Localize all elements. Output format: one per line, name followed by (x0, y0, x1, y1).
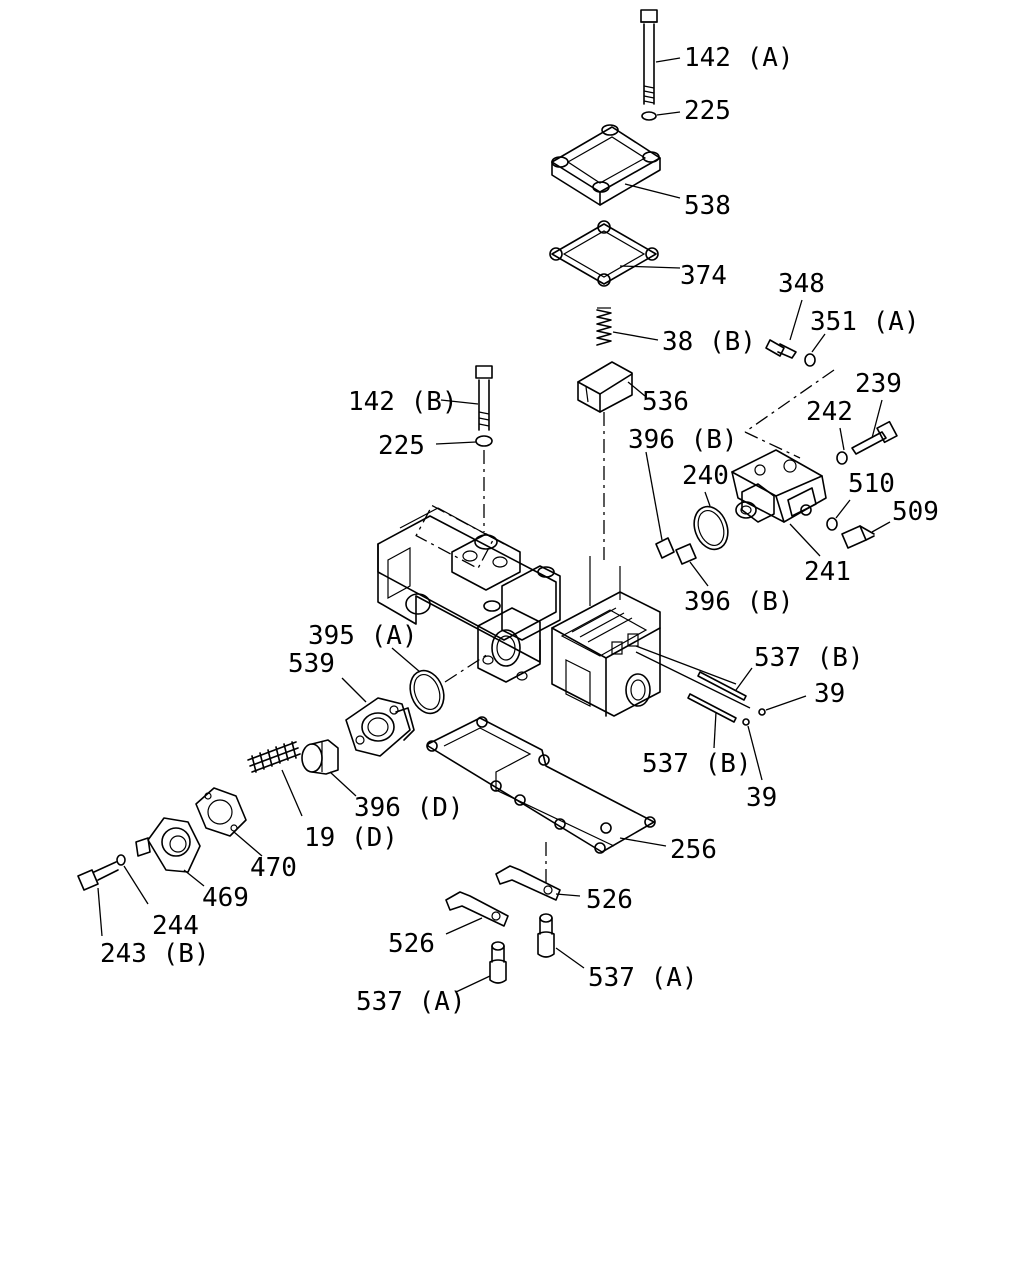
label-538: 538 (684, 191, 731, 221)
pin-537b-lower (687, 693, 737, 723)
label-38b: 38 (B) (662, 327, 756, 357)
label-242: 242 (806, 397, 853, 427)
bolt-243b (77, 861, 119, 891)
label-243b: 243 (B) (100, 939, 210, 969)
label-537b-upper: 537 (B) (754, 643, 864, 673)
pump-241 (731, 449, 827, 523)
flange-539 (345, 697, 415, 757)
gasket-470 (195, 787, 247, 837)
ball-39-lower (742, 718, 750, 726)
label-240: 240 (682, 461, 729, 491)
washer-351a (804, 353, 816, 367)
spring-38b (596, 307, 612, 346)
label-225b: 225 (378, 431, 425, 461)
gasket-374 (549, 220, 659, 287)
valve-housing (377, 504, 661, 717)
cap-469 (135, 817, 201, 873)
bolt-142b (475, 365, 493, 431)
label-19d: 19 (D) (304, 823, 398, 853)
plug-537a-left (489, 941, 507, 984)
spring-19d (247, 741, 301, 773)
label-39-upper: 39 (814, 679, 845, 709)
label-537a-left: 537 (A) (356, 987, 466, 1017)
block-536 (577, 361, 633, 413)
o-ring-240 (693, 505, 729, 551)
bolt-509 (841, 525, 875, 549)
gasket-256 (426, 716, 656, 854)
label-256: 256 (670, 835, 717, 865)
plug-348 (765, 339, 797, 359)
pin-396b-upper (655, 537, 675, 559)
o-ring-395a (409, 669, 445, 715)
washer-244 (116, 854, 126, 866)
label-241: 241 (804, 557, 851, 587)
label-396b-lower: 396 (B) (684, 587, 794, 617)
ball-39-upper (758, 708, 766, 716)
label-469: 469 (202, 883, 249, 913)
label-537a-right: 537 (A) (588, 963, 698, 993)
cover-538 (551, 124, 661, 206)
label-509: 509 (892, 497, 939, 527)
label-396b-upper: 396 (B) (628, 425, 738, 455)
label-142a: 142 (A) (684, 43, 794, 73)
label-374: 374 (680, 261, 727, 291)
label-510: 510 (848, 469, 895, 499)
label-470: 470 (250, 853, 297, 883)
label-225a: 225 (684, 96, 731, 126)
label-536: 536 (642, 387, 689, 417)
plate-526-left (445, 891, 509, 927)
washer-242 (836, 451, 848, 465)
label-244: 244 (152, 911, 199, 941)
pin-396b-lower (675, 543, 697, 565)
label-239: 239 (855, 369, 902, 399)
washer-225b (475, 435, 493, 447)
label-395a: 395 (A) (308, 621, 418, 651)
label-526-left: 526 (388, 929, 435, 959)
label-539: 539 (288, 649, 335, 679)
label-142b: 142 (B) (348, 387, 458, 417)
label-526-right: 526 (586, 885, 633, 915)
bolt-142a (640, 9, 658, 105)
plug-537a-right (537, 913, 555, 958)
label-537b-lower: 537 (B) (642, 749, 752, 779)
pin-537b-upper (697, 671, 747, 701)
plate-526-right (495, 865, 561, 901)
label-396d: 396 (D) (354, 793, 464, 823)
label-348: 348 (778, 269, 825, 299)
washer-225a (641, 111, 657, 121)
valve-396d (301, 739, 339, 775)
label-39-lower: 39 (746, 783, 777, 813)
label-351a: 351 (A) (810, 307, 920, 337)
washer-510 (826, 517, 838, 531)
